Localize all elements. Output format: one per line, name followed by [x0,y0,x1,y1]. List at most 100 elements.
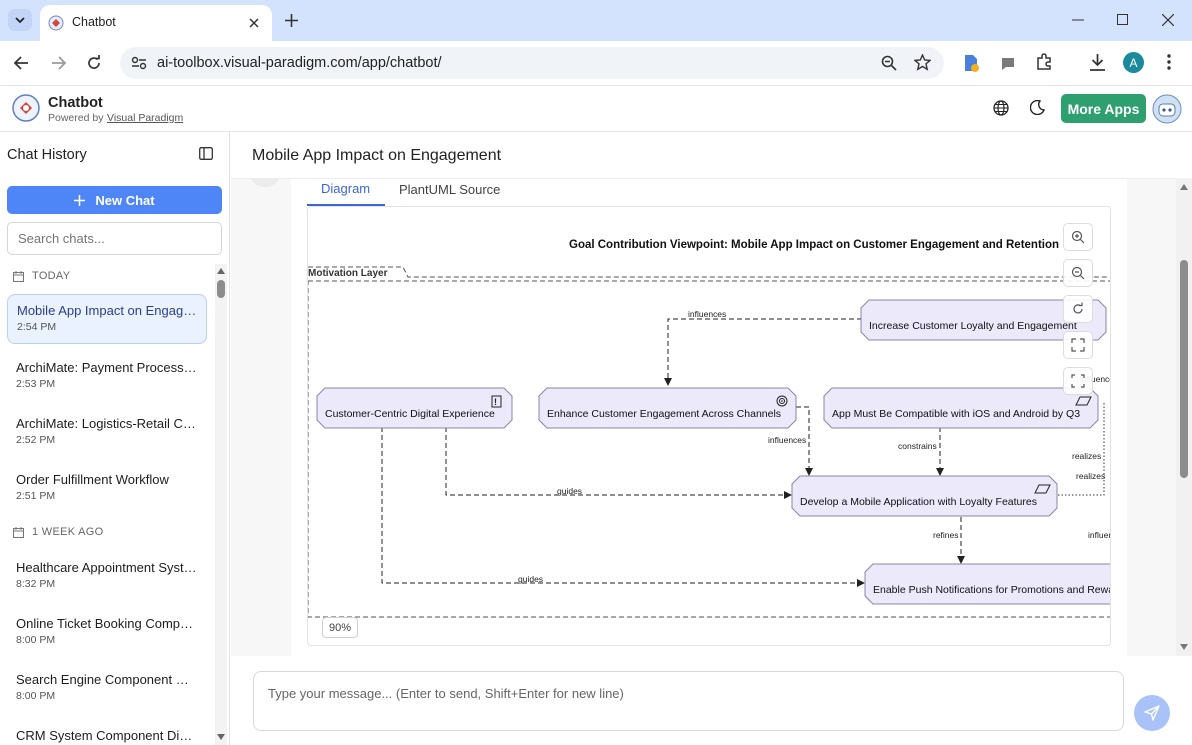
scroll-up-arrow-icon[interactable] [217,268,225,274]
node-develop-app[interactable]: Develop a Mobile Application with Loyalt… [791,475,1058,517]
chat-history-item-title: Mobile App Impact on Engagement [17,303,197,318]
edge-influences-top [664,318,862,386]
chat-history-item[interactable]: ArchiMate: Logistics-Retail Collaboratio… [7,408,207,458]
edge-realizes [1058,403,1105,496]
fullscreen-button[interactable] [1063,367,1093,395]
chat-main: Mobile App Impact on Engagement Diagram … [231,132,1192,745]
node-digital-experience[interactable]: Customer-Centric Digital Experience ! [316,387,513,429]
calendar-icon [13,526,24,538]
expand-arrows-icon [1071,338,1085,352]
zoom-out-button[interactable] [1063,259,1093,287]
browser-tab[interactable]: Chatbot [40,5,272,41]
message-input[interactable]: Type your message... (Enter to send, Shi… [253,671,1124,731]
fit-screen-button[interactable] [1063,331,1093,359]
maximize-icon[interactable] [1117,14,1128,25]
chat-history-item[interactable]: Online Ticket Booking Component 8:00 PM [7,608,207,658]
zoom-in-icon [1071,230,1085,244]
profile-initial: A [1129,55,1138,70]
extension-chat-icon[interactable] [1000,56,1016,72]
node-push-label: Enable Push Notifications for Promotions… [873,584,1111,596]
tab-list-button[interactable] [8,9,32,31]
dark-mode-moon-icon[interactable] [1030,100,1045,115]
scroll-down-arrow-icon[interactable] [1180,644,1188,650]
chat-history-item-title: Order Fulfillment Workflow [16,472,169,487]
edge-influences-mid [796,406,813,476]
zoom-level-badge: 90% [322,617,358,638]
sidebar-scroll-thumb[interactable] [217,280,225,298]
group-label-week: 1 WEEK AGO [13,526,103,538]
chat-history-item-title: Search Engine Component Diagram [16,672,198,687]
new-tab-icon[interactable] [285,14,298,27]
zoom-in-button[interactable] [1063,223,1093,251]
edge-label-realizes-2: realizes [1076,471,1105,481]
visual-paradigm-link[interactable]: Visual Paradigm [107,112,184,124]
address-bar[interactable]: ai-toolbox.visual-paradigm.com/app/chatb… [120,47,944,79]
bot-avatar-icon[interactable] [1152,94,1182,124]
app-header: Chatbot Powered by Visual Paradigm More … [0,86,1192,132]
close-tab-icon[interactable] [249,18,259,28]
chat-history-item[interactable]: ArchiMate: Payment Process Flow 2:53 PM [7,352,207,402]
profile-avatar[interactable]: A [1123,52,1144,73]
send-button[interactable] [1134,695,1170,731]
tab-plantuml-source[interactable]: PlantUML Source [399,182,501,197]
tab-title: Chatbot [72,15,116,29]
powered-by-text: Powered by [48,112,104,124]
edge-label-influences-right: influences [1080,374,1111,384]
chat-history-item-title: Online Ticket Booking Component [16,616,198,631]
node-engagement[interactable]: Enhance Customer Engagement Across Chann… [538,387,797,429]
scroll-up-arrow-icon[interactable] [1180,184,1188,190]
edge-guides-1 [445,427,792,499]
chat-history-item[interactable]: Mobile App Impact on Engagement 2:54 PM [7,294,207,344]
group-label-text: TODAY [32,270,71,282]
site-settings-icon[interactable] [131,56,147,70]
new-chat-button[interactable]: New Chat [7,186,222,214]
sidebar-scrollbar[interactable] [215,264,227,745]
edge-label-influences-mid: influences [768,435,806,445]
reset-zoom-button[interactable] [1063,295,1093,323]
close-window-icon[interactable] [1162,14,1174,26]
chat-title: Mobile App Impact on Engagement [252,147,502,164]
language-globe-icon[interactable] [993,100,1009,116]
chat-history-item[interactable]: CRM System Component Diagram [7,720,207,745]
chat-history-item-time: 2:52 PM [16,434,56,446]
diagram-title: Goal Contribution Viewpoint: Mobile App … [569,239,1059,251]
browser-menu-icon[interactable] [1167,54,1171,70]
node-push-notifications[interactable]: Enable Push Notifications for Promotions… [864,563,1111,605]
chevron-down-icon [15,17,25,24]
send-icon [1144,705,1160,721]
edge-label-constrains: constrains [898,441,937,451]
chat-history-item[interactable]: Order Fulfillment Workflow 2:51 PM [7,464,207,514]
motivation-layer-label: Motivation Layer [308,268,388,279]
collapse-sidebar-icon[interactable] [199,147,213,160]
node-compatibility[interactable]: App Must Be Compatible with iOS and Andr… [823,387,1099,429]
download-icon[interactable] [1089,53,1106,71]
scroll-down-arrow-icon[interactable] [217,734,225,740]
node-engage-label: Enhance Customer Engagement Across Chann… [547,408,781,420]
group-label-today: TODAY [13,270,70,282]
bookmark-star-icon[interactable] [914,54,931,71]
zoom-page-icon[interactable] [881,55,897,71]
archimate-diagram[interactable]: Goal Contribution Viewpoint: Mobile App … [308,207,1111,646]
forward-icon[interactable] [51,56,66,70]
chat-history-sidebar: Chat History New Chat TODAY Mobile App I… [0,132,230,745]
tab-diagram[interactable]: Diagram [321,181,371,196]
reload-icon[interactable] [86,55,102,71]
main-scroll-thumb[interactable] [1180,260,1188,478]
chat-history-item[interactable]: Search Engine Component Diagram 8:00 PM [7,664,207,714]
app-name: Chatbot [48,95,103,111]
chat-history-item[interactable]: Healthcare Appointment System 8:32 PM [7,552,207,602]
extensions-puzzle-icon[interactable] [1035,53,1053,71]
goal-target-icon [776,395,788,407]
diagram-canvas[interactable]: Goal Contribution Viewpoint: Mobile App … [307,206,1111,646]
node-loyalty[interactable]: Increase Customer Loyalty and Engagement [860,299,1107,341]
edge-label-guides-2: guides [518,574,543,584]
chat-history-item-title: ArchiMate: Logistics-Retail Collaboratio… [16,416,198,431]
extension-file-icon[interactable] [962,54,980,72]
back-icon[interactable] [14,56,29,70]
search-chats-input[interactable] [7,222,222,255]
more-apps-button[interactable]: More Apps [1061,94,1146,123]
minimize-icon[interactable] [1072,19,1084,21]
main-scrollbar[interactable] [1176,178,1192,656]
motivation-layer-group [308,280,1110,618]
url-text: ai-toolbox.visual-paradigm.com/app/chatb… [157,55,442,71]
